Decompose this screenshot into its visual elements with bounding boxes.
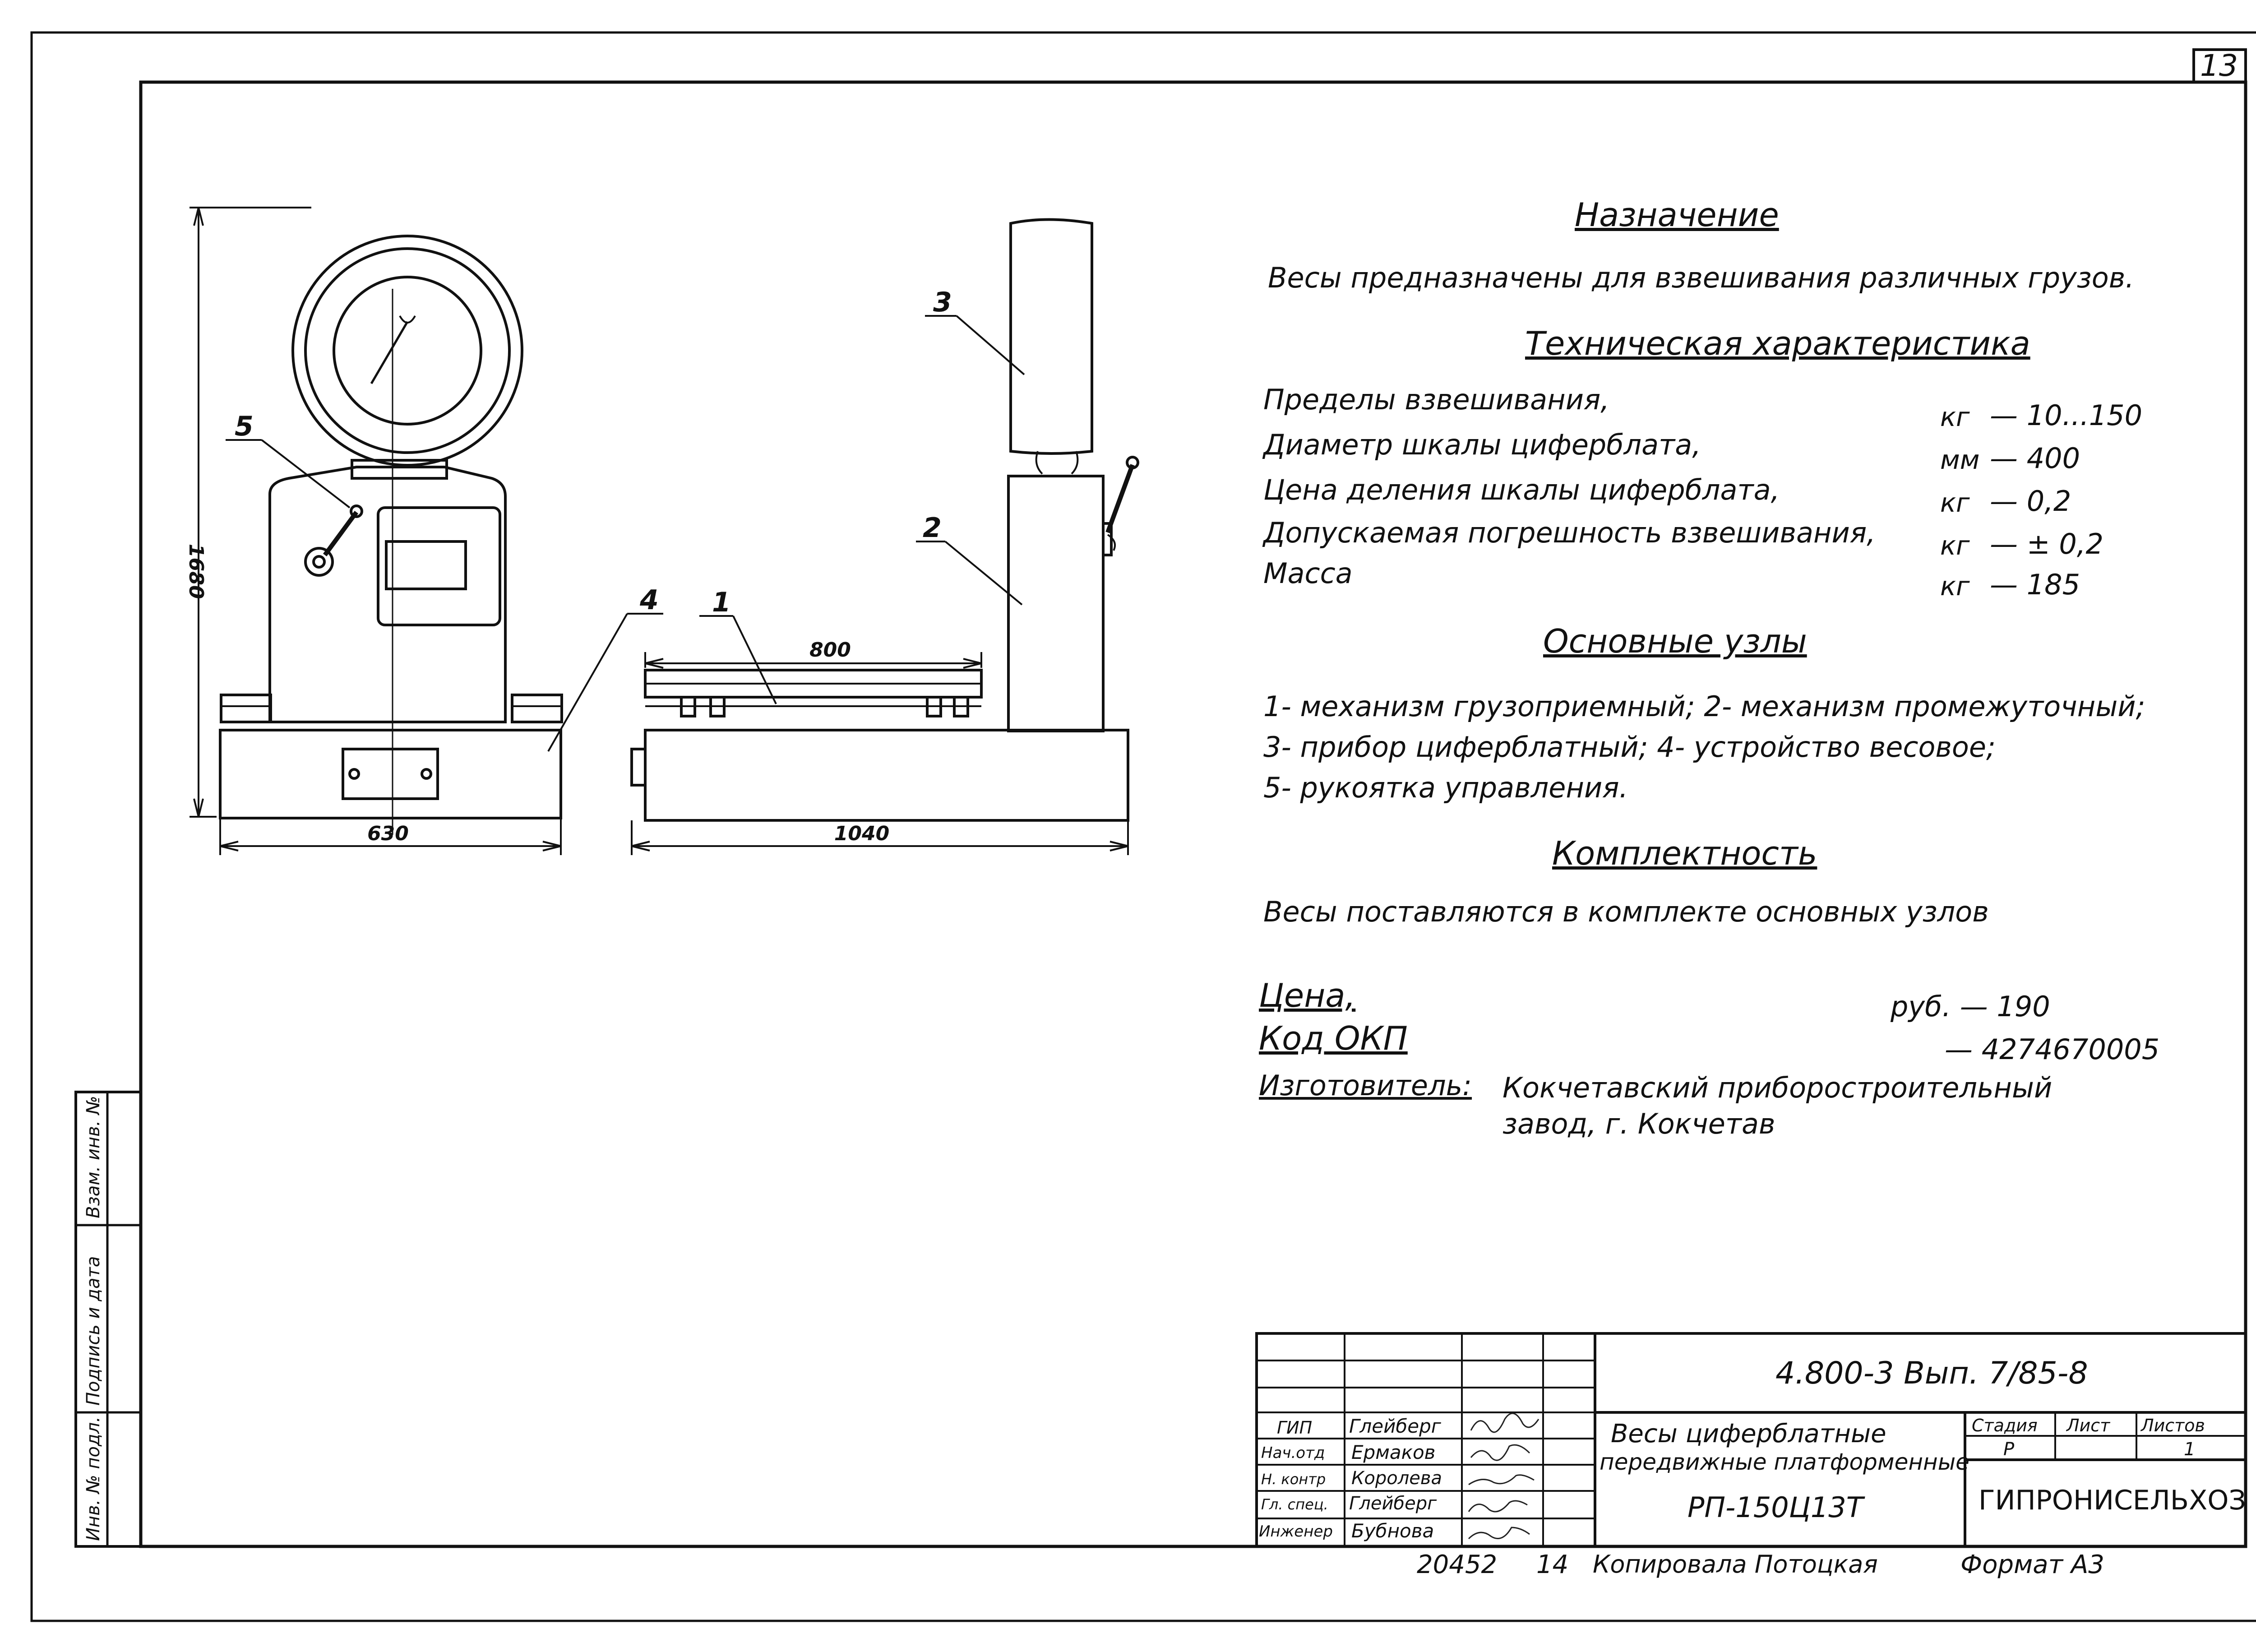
dimension-platform-label: 800 (809, 639, 851, 662)
price-label: Цена, (1259, 976, 1356, 1014)
product-title-1: Весы циферблатные (1611, 1419, 1886, 1448)
front-callouts (226, 439, 663, 752)
spec-label: Масса (1263, 557, 1353, 590)
doc-code: 4.800-3 Вып. 7/85-8 (1775, 1356, 2088, 1391)
callout-4: 4 (639, 584, 659, 616)
product-title-3: РП-150Ц13Т (1687, 1491, 1863, 1524)
footer-copied: Копировала Потоцкая (1593, 1550, 1878, 1578)
spec-unit: кг (1940, 571, 1970, 602)
dimension-platform (644, 652, 982, 669)
person-name: Королева (1351, 1468, 1442, 1489)
dimension-side-width (631, 820, 1129, 855)
side-callouts (699, 315, 1025, 704)
control-handle (304, 547, 334, 577)
units-line: 1- механизм грузоприемный; 2- механизм п… (1263, 690, 2145, 723)
spec-unit: кг (1940, 487, 1970, 518)
spec-value: — 400 (1990, 442, 2080, 475)
units-line: 5- рукоятка управления. (1263, 771, 1628, 804)
dimension-front-width-label: 630 (367, 822, 409, 845)
sheets-value: 1 (2184, 1439, 2196, 1460)
organization-name: ГИПРОНИСЕЛЬХОЗ (1979, 1485, 2246, 1516)
spec-unit: кг (1940, 402, 1970, 432)
spec-value: — 10...150 (1990, 399, 2143, 432)
person-name: Бубнова (1351, 1520, 1434, 1542)
footer-format: Формат А3 (1960, 1550, 2104, 1579)
spec-value: — 185 (1990, 568, 2080, 601)
specs-heading: Техническая характеристика (1525, 324, 2030, 362)
title-block (1255, 1332, 2247, 1548)
footer-number: 20452 (1417, 1550, 1498, 1579)
sheet-number-box (2192, 48, 2247, 83)
callout-2: 2 (923, 512, 942, 544)
stage-value: Р (2003, 1439, 2015, 1460)
person-name: Ермаков (1351, 1441, 1436, 1463)
dimension-height (190, 207, 311, 818)
completeness-text: Весы поставляются в комплекте основных у… (1263, 895, 1989, 928)
purpose-text: Весы предназначены для взвешивания разли… (1268, 261, 2134, 294)
person-name: Глейберг (1349, 1415, 1441, 1437)
role-label: Гл. спец. (1261, 1496, 1328, 1513)
product-title-2: передвижные платформенные (1600, 1449, 1969, 1475)
role-label: Нач.отд (1261, 1444, 1325, 1462)
footer-num2: 14 (1536, 1550, 1569, 1579)
sheet-number: 13 (2200, 48, 2238, 83)
purpose-heading: Назначение (1575, 196, 1779, 234)
stage-header: Стадия (1972, 1416, 2038, 1435)
maker-line2: завод, г. Кокчетав (1502, 1107, 1775, 1140)
inner-frame (139, 80, 2247, 1548)
indicator-panel (377, 506, 501, 626)
callout-5: 5 (235, 411, 254, 442)
dimension-side-width-label: 1040 (834, 822, 889, 845)
spec-unit: мм (1940, 444, 1980, 475)
spec-label: Диаметр шкалы циферблата, (1263, 428, 1701, 461)
side-stamp-vzam: Взам. инв. № (83, 1096, 104, 1218)
role-label: Инженер (1259, 1522, 1333, 1541)
spec-label: Пределы взвешивания, (1263, 383, 1610, 416)
side-base (644, 729, 1129, 822)
person-name: Глейберг (1349, 1493, 1437, 1514)
role-label: Н. контр (1261, 1471, 1326, 1488)
completeness-heading: Комплектность (1552, 834, 1817, 872)
side-view-drawing (630, 218, 1139, 822)
side-stamp-sign: Подпись и дата (83, 1256, 104, 1406)
units-heading: Основные узлы (1543, 622, 1807, 660)
role-label: ГИП (1277, 1418, 1313, 1438)
intermediate-column (1007, 475, 1105, 732)
callout-1: 1 (712, 587, 731, 618)
dial-device-side (1009, 218, 1093, 455)
spec-label: Цена деления шкалы циферблата, (1263, 473, 1780, 506)
units-line: 3- прибор циферблатный; 4- устройство ве… (1263, 731, 1996, 764)
okp-label: Код ОКП (1259, 1019, 1408, 1057)
spec-unit: кг (1940, 530, 1970, 561)
signatures (1468, 1412, 1539, 1540)
dimension-front-width (219, 818, 562, 855)
spec-value: — 0,2 (1990, 485, 2071, 518)
front-base (219, 729, 562, 819)
dimension-height-label: 1680 (185, 544, 208, 599)
side-stamp-inv: Инв. № подл. (83, 1416, 104, 1541)
front-view-drawing (219, 235, 563, 835)
callout-3: 3 (933, 287, 952, 318)
okp-value: — 4274670005 (1945, 1033, 2160, 1066)
dial-outer-ring (291, 235, 523, 467)
dial-face (333, 276, 482, 426)
sheets-header: Листов (2141, 1416, 2205, 1435)
maker-label: Изготовитель: (1259, 1069, 1472, 1102)
spec-label: Допускаемая погрешность взвешивания, (1263, 516, 1876, 549)
outer-frame (30, 31, 2256, 1622)
price-value: руб. — 190 (1891, 990, 2050, 1023)
spec-value: — ± 0,2 (1990, 528, 2103, 560)
maker-line1: Кокчетавский приборостроительный (1502, 1071, 2053, 1104)
sheet-header: Лист (2066, 1416, 2110, 1435)
cabinet-body (268, 466, 507, 723)
side-stamp-strip: Взам. инв. № Подпись и дата Инв. № подл. (74, 1091, 142, 1548)
